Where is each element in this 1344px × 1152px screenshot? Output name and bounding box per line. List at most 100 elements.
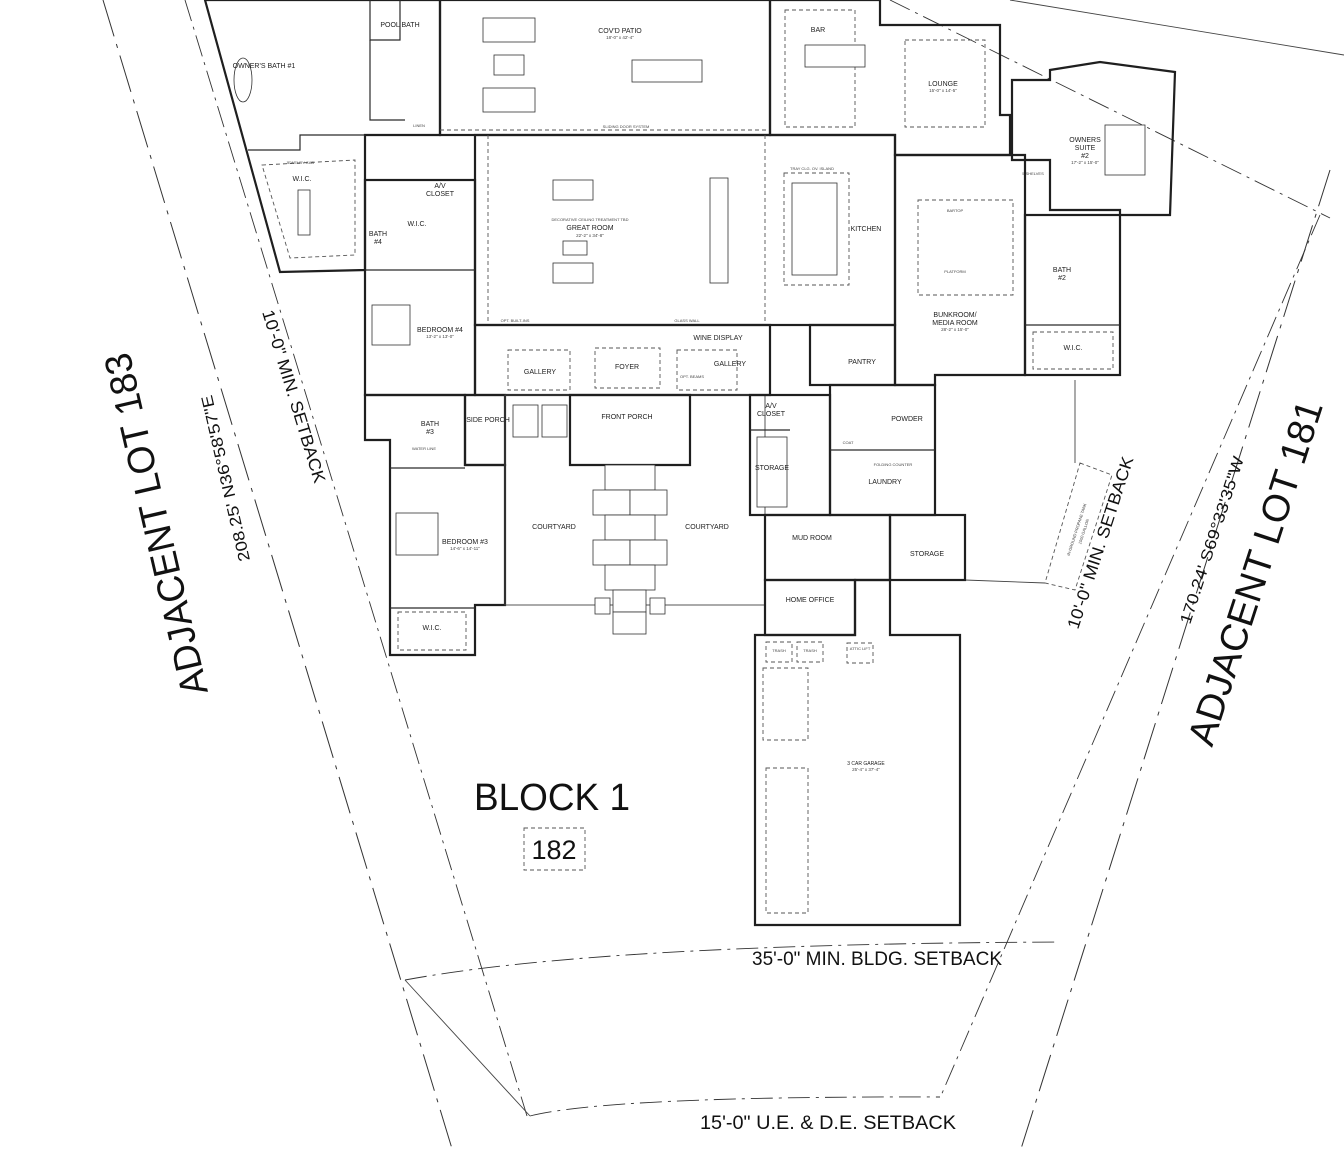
left-setback-label: 10'-0" MIN. SETBACK <box>258 308 329 486</box>
trash-area <box>796 641 824 663</box>
sofa <box>552 179 594 201</box>
wic-shelving <box>397 611 467 651</box>
bed <box>371 304 411 346</box>
wine-display-label: WINE DISPLAY <box>693 335 743 342</box>
storage-label: STORAGE <box>755 465 789 472</box>
gallery-right-label: GALLERY <box>714 361 746 368</box>
av-closet-label: CLOSET <box>757 411 786 418</box>
bath4-label: BATH <box>369 231 387 238</box>
block-label: BLOCK 1 <box>474 777 630 819</box>
suite-wic-label: W.I.C. <box>1063 345 1082 352</box>
owners-suite-label: SUITE <box>1075 145 1096 152</box>
easement-setback-line <box>529 1096 941 1117</box>
bath3-label: BATH <box>421 421 439 428</box>
island-note: TRAY CLG. OV. ISLAND <box>790 166 834 171</box>
lounge-zone <box>904 39 986 128</box>
bedroom4-dim: 13'-2" x 13'-0" <box>426 334 454 339</box>
front-setback-side <box>404 979 531 1117</box>
garage-label: 3 CAR GARAGE <box>847 761 885 767</box>
mud-room-walls <box>763 513 892 582</box>
wic-label: W.I.C. <box>407 221 426 228</box>
pantry-label: PANTRY <box>848 359 876 366</box>
bartop-note: BARTOP <box>947 208 964 213</box>
great-room-label: GREAT ROOM <box>566 225 613 232</box>
planter <box>512 404 539 438</box>
av-closet-label: A/V <box>765 403 777 410</box>
kitchen-island <box>791 182 838 276</box>
pantry-walls <box>808 323 897 387</box>
opt-built-ins-note: OPT. BUILT-INS <box>501 318 530 323</box>
bed3-wic-label: W.I.C. <box>422 625 441 632</box>
storage-walls <box>888 513 967 582</box>
gallery-left-label: GALLERY <box>524 369 556 376</box>
garage-dim: 25'-4" x 37'-4" <box>852 767 880 772</box>
bath2-label: #2 <box>1058 275 1066 282</box>
courtyard-right-label: COURTYARD <box>685 524 729 531</box>
sofa <box>552 262 594 284</box>
opt-beams-note: OPT. BEAMS <box>680 374 704 379</box>
bath2-label: BATH <box>1053 267 1071 274</box>
owners-suite-label: OWNERS <box>1069 137 1101 144</box>
laundry-label: LAUNDRY <box>868 479 902 486</box>
owners-wing <box>203 0 442 274</box>
owners-suite-dim: 17'-2" x 15'-0" <box>1071 160 1099 165</box>
trash-label: TRASH <box>803 648 817 653</box>
left-bearing: 208.25' N36°58'57"E <box>199 393 254 562</box>
site-lines: IN-GROUND PROPANE TANK 1000 GALLON <box>102 0 1344 1152</box>
rear-setback-line <box>889 0 1331 219</box>
shelves-note: 5 SHELVES <box>1022 171 1044 176</box>
kitchen-label: KITCHEN <box>851 226 882 233</box>
coffee-table <box>493 54 525 76</box>
easement-setback-label: 15'-0" U.E. & D.E. SETBACK <box>700 1113 956 1134</box>
side-porch-label: SIDE PORCH <box>466 417 510 424</box>
left-setback-line <box>184 0 528 1117</box>
wall <box>369 0 401 41</box>
room-labels: OWNER'S BATH #1 POOL BATH W.I.C. COV'D P… <box>233 22 1101 772</box>
dining-table <box>709 177 729 284</box>
propane-line <box>964 579 1046 584</box>
lounge-label: LOUNGE <box>928 81 958 88</box>
storage-shelf <box>756 436 788 508</box>
owners-suite-label: #2 <box>1081 153 1089 160</box>
adjacent-lot-183: ADJACENT LOT 183 <box>97 349 217 699</box>
bar-counter <box>804 44 866 68</box>
jewelry-cab-note: JEWELRY CAB <box>286 160 314 165</box>
dining-table <box>631 59 703 83</box>
storage-label: STORAGE <box>910 551 944 558</box>
trash-label: TRASH <box>772 648 786 653</box>
front-porch-walls <box>568 393 692 467</box>
foyer-label: FOYER <box>615 364 639 371</box>
bedroom4-block-walls <box>363 178 477 397</box>
walkway-pavers <box>592 464 668 635</box>
bath3-label: #3 <box>426 429 434 436</box>
home-office-label: HOME OFFICE <box>786 597 835 604</box>
owners-wic-label: W.I.C. <box>292 176 311 183</box>
home-office-walls <box>763 578 857 637</box>
car-bay <box>765 767 809 914</box>
trash-area <box>765 641 793 663</box>
water-line-note: WATER LINE <box>412 446 436 451</box>
wic-shelving <box>1032 331 1114 370</box>
covd-patio-label: COV'D PATIO <box>598 28 642 35</box>
wall <box>369 40 405 121</box>
bunkroom-dim: 28'-2" x 15'-0" <box>941 327 969 332</box>
kitchen-island-zone <box>783 172 850 286</box>
bedroom4-label: BEDROOM #4 <box>417 327 463 334</box>
front-porch-label: FRONT PORCH <box>601 414 652 421</box>
side-porch-walls <box>463 393 507 467</box>
pool-bath-label: POOL BATH <box>380 22 419 29</box>
bedroom3-dim: 14'-6" x 14'-11" <box>450 546 480 551</box>
great-room-dim: 22'-2" x 34'-8" <box>576 233 604 238</box>
bunk-zone <box>917 199 1014 296</box>
bar-lounge-walls <box>768 0 1012 157</box>
front-bldg-setback-line <box>404 941 1061 981</box>
gallery-zone <box>676 349 738 391</box>
platform-note: PLATFORM <box>944 269 965 274</box>
bar-label: BAR <box>811 27 825 34</box>
linen-note: LINEN <box>413 123 425 128</box>
bedroom3-label: BEDROOM #3 <box>442 539 488 546</box>
bath2-walls <box>1023 213 1122 377</box>
bed <box>1104 124 1146 176</box>
owners-suite-walls <box>1010 60 1177 217</box>
sofa <box>482 87 536 113</box>
